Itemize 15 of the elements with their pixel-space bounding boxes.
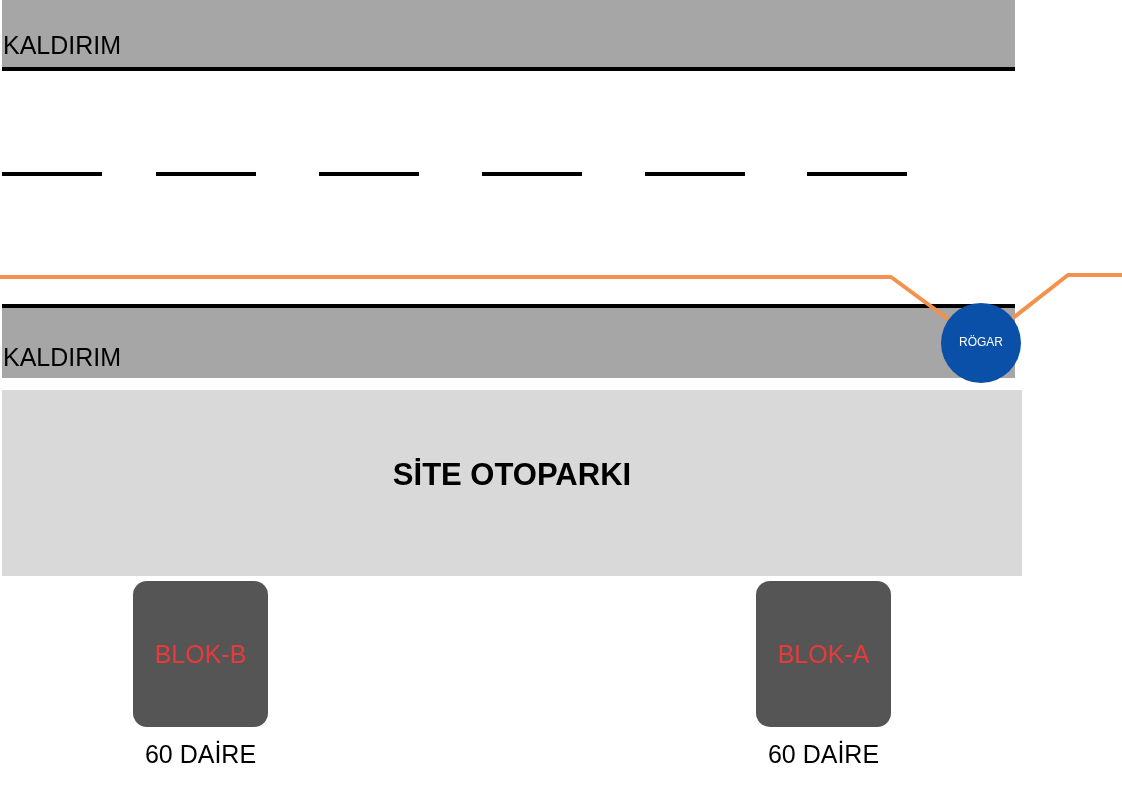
- sidewalk-label: KALDIRIM: [3, 31, 122, 60]
- sidewalk-label: KALDIRIM: [3, 343, 122, 372]
- sidewalk-band: [2, 308, 1015, 378]
- building-block: [133, 581, 268, 727]
- parking-area: [2, 390, 1022, 576]
- building-label: BLOK-A: [777, 639, 870, 669]
- building-label: BLOK-B: [154, 639, 247, 669]
- apartment-count-label: 60 DAİRE: [144, 740, 257, 769]
- cable-line: [1011, 273, 1122, 320]
- sidewalk-band: [2, 0, 1015, 67]
- building-block: [756, 581, 891, 727]
- apartment-count-label: 60 DAİRE: [767, 740, 880, 769]
- cable-line: [0, 275, 950, 321]
- manhole-label: RÖGAR: [959, 335, 1003, 351]
- parking-label: SİTE OTOPARKI: [392, 457, 632, 493]
